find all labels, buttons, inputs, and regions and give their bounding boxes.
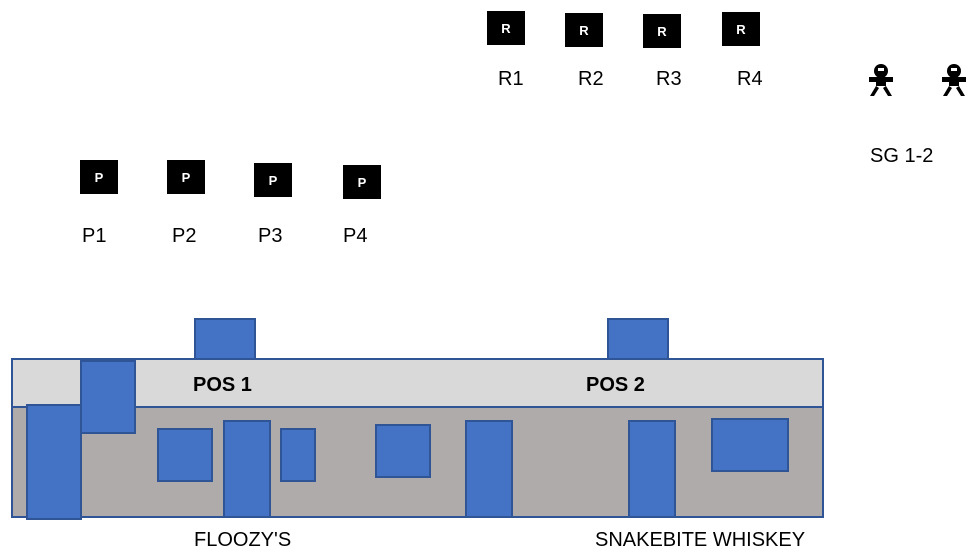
security-label: SG 1-2 <box>870 145 934 167</box>
fixture-box-b <box>280 428 316 482</box>
venue-label-floozys: FLOOZY'S <box>194 529 292 551</box>
rover-letter: R <box>579 22 589 38</box>
fixture-door-a <box>223 420 271 518</box>
performer-tile-2: P <box>167 160 205 194</box>
fixture-box-c <box>375 424 431 478</box>
rover-tile-3: R <box>643 14 681 48</box>
rover-tile-2: R <box>565 13 603 47</box>
performer-tile-3: P <box>254 163 292 197</box>
performer-label-3: P3 <box>258 225 283 247</box>
performer-letter: P <box>268 172 278 188</box>
pos2-register <box>607 318 669 360</box>
fixture-box-d <box>711 418 789 472</box>
performer-tile-4: P <box>343 165 381 199</box>
bar-counter <box>11 358 824 408</box>
security-guard-icon <box>869 64 893 96</box>
rover-tile-4: R <box>722 12 760 46</box>
performer-letter: P <box>181 169 191 185</box>
rover-letter: R <box>501 20 511 36</box>
rover-label-3: R3 <box>656 68 682 90</box>
performer-label-2: P2 <box>172 225 197 247</box>
rover-letter: R <box>736 21 746 37</box>
pos1-register <box>194 318 256 360</box>
rover-label-1: R1 <box>498 68 524 90</box>
performer-label-4: P4 <box>343 225 368 247</box>
pos2-label: POS 2 <box>586 374 645 396</box>
rover-label-4: R4 <box>737 68 763 90</box>
pos1-label: POS 1 <box>193 374 252 396</box>
rover-label-2: R2 <box>578 68 604 90</box>
rover-tile-1: R <box>487 11 525 45</box>
performer-tile-1: P <box>80 160 118 194</box>
performer-letter: P <box>357 174 367 190</box>
fixture-door-c <box>628 420 676 518</box>
rover-letter: R <box>657 23 667 39</box>
security-guard-icon <box>942 64 966 96</box>
venue-label-snakebite: SNAKEBITE WHISKEY <box>595 529 806 551</box>
fixture-box-a <box>157 428 213 482</box>
fixture-door-b <box>465 420 513 518</box>
performer-label-1: P1 <box>82 225 107 247</box>
fixture-corner <box>80 360 136 434</box>
performer-letter: P <box>94 169 104 185</box>
fixture-tall-left <box>26 404 82 520</box>
